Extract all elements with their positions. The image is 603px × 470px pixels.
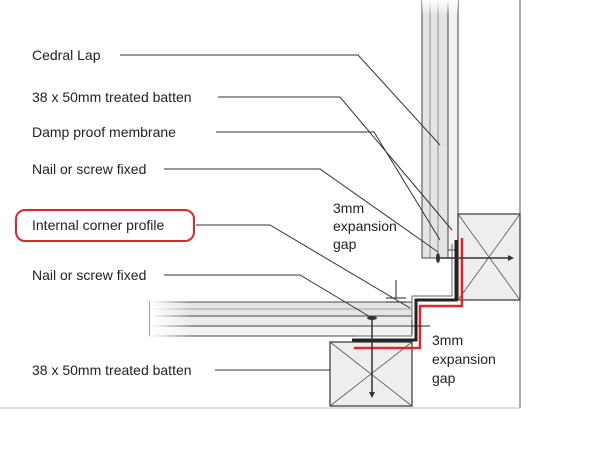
profile-highlight-line [354,238,464,350]
gap-marker-top [386,280,406,303]
label-membrane: Damp proof membrane [32,124,176,140]
leader-lines [120,54,453,371]
horizontal-cladding-layers [149,300,413,338]
label-cedral-lap: Cedral Lap [32,47,101,63]
gap-top-line3: gap [333,236,357,252]
gap-bottom-line3: gap [432,370,456,386]
label-batten-bottom: 38 x 50mm treated batten [32,362,192,378]
vertical-membrane [447,0,459,251]
gap-bottom-line1: 3mm [432,332,463,348]
label-batten-top: 38 x 50mm treated batten [32,89,192,105]
corner-profile-shape [352,240,458,342]
gap-marker-bottom [411,320,430,334]
gap-top-line1: 3mm [333,200,364,216]
batten-box-bottom [329,341,413,407]
nail-top-right [436,253,514,263]
gap-top-line2: expansion [333,218,397,234]
vertical-cladding-layers [421,0,459,259]
gap-bottom-line2: expansion [432,351,496,367]
label-nail-bottom: Nail or screw fixed [32,267,146,283]
highlight-callout-box [15,209,195,242]
label-corner-profile: Internal corner profile [32,217,165,233]
label-nail-top: Nail or screw fixed [32,161,146,177]
